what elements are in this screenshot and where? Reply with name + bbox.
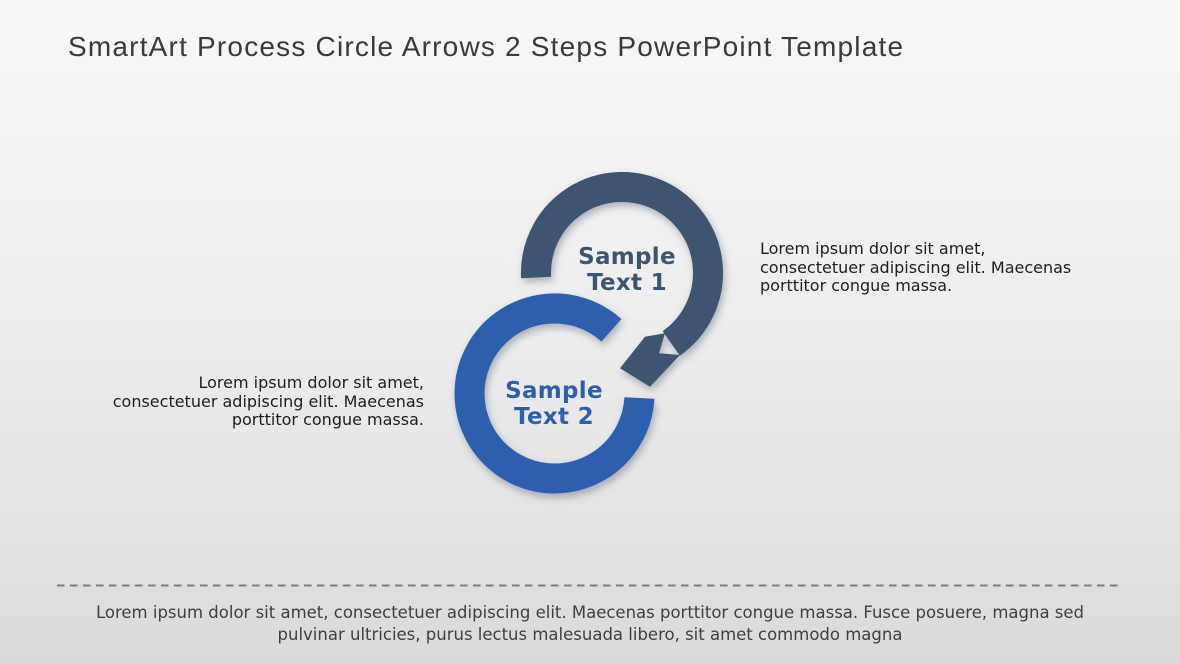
step1-description-line: porttitor congue massa. — [760, 276, 953, 296]
step2-description-line: porttitor congue massa. — [231, 410, 424, 430]
step1-description: Lorem ipsum dolor sit amet, consectetuer… — [760, 239, 1120, 296]
footer-text: Lorem ipsum dolor sit amet, consectetuer… — [0, 602, 1180, 646]
step1-description-line: consectetuer adipiscing elit. Maecenas — [760, 257, 1072, 277]
step2-label: Sample Text 2 — [444, 378, 664, 430]
step1-description-line: Lorem ipsum dolor sit amet, — [760, 239, 986, 258]
step2-label-line2: Text 2 — [514, 404, 594, 430]
step1-arrowhead-icon — [620, 333, 680, 387]
step2-description-line: Lorem ipsum dolor sit amet, — [198, 373, 425, 392]
footer-text-line1: Lorem ipsum dolor sit amet, consectetuer… — [95, 603, 1085, 622]
step1-label-line1: Sample — [578, 244, 676, 270]
slide-title: SmartArt Process Circle Arrows 2 Steps P… — [68, 31, 905, 62]
step1-label: Sample Text 1 — [517, 244, 737, 296]
footer-text-line2: pulvinar ultricies, purus lectus malesua… — [277, 625, 903, 644]
step2-label-line1: Sample — [505, 378, 603, 404]
step1-arrow — [521, 171, 723, 387]
step1-arrow-arc — [521, 171, 723, 356]
step2-arrow-arc — [454, 293, 655, 494]
step1-label-line2: Text 1 — [587, 270, 667, 296]
step2-description-line: consectetuer adipiscing elit. Maecenas — [112, 391, 424, 411]
step2-description: Lorem ipsum dolor sit amet, consectetuer… — [44, 373, 425, 430]
